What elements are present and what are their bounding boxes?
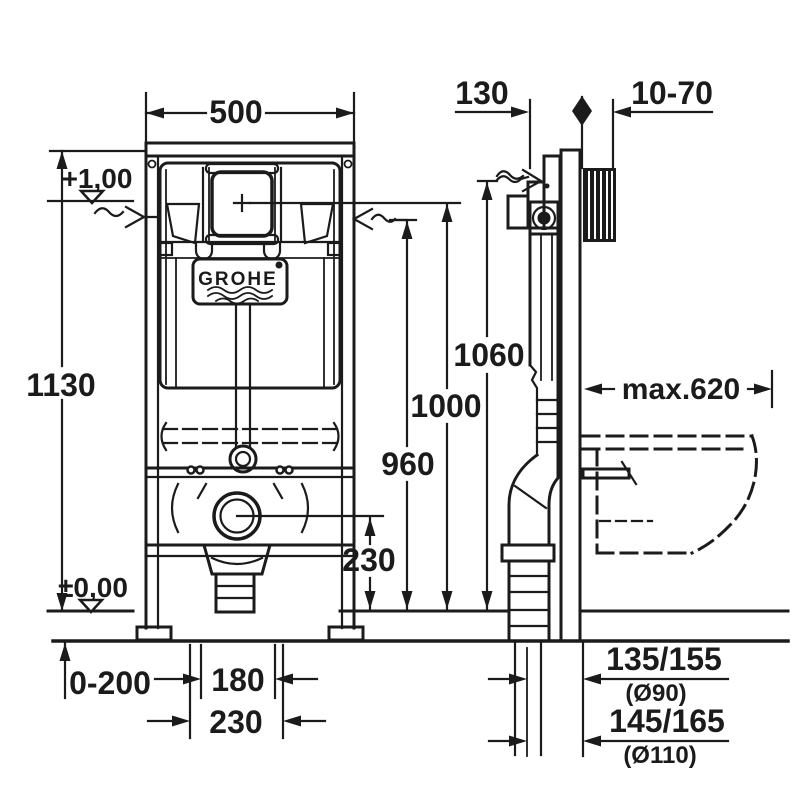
dim-bolt-spacing-label: 180 bbox=[211, 662, 264, 698]
right-foot bbox=[327, 625, 365, 642]
dim-max-620: max.620 bbox=[584, 369, 774, 409]
left-tank-shape bbox=[165, 202, 201, 245]
left-break-arrow-icon bbox=[93, 205, 161, 229]
side-view bbox=[500, 95, 758, 758]
cross-rail bbox=[144, 465, 356, 479]
reference-diamond-icon bbox=[572, 96, 592, 126]
right-tank-shape bbox=[299, 202, 335, 245]
dim-supply-height-label: 1060 bbox=[453, 337, 524, 373]
dim-500: 500 bbox=[144, 91, 356, 145]
wall-break-arrows bbox=[93, 168, 550, 231]
floor-level-label: ±0,00 bbox=[58, 572, 128, 603]
dim-max-side-label: max.620 bbox=[622, 373, 740, 406]
dim-10-70: 10-70 bbox=[572, 75, 714, 126]
upper-level-label: +1,00 bbox=[62, 163, 133, 194]
dim-outlet-small-dia-label: (Ø90) bbox=[625, 680, 686, 707]
water-connection-box bbox=[528, 200, 560, 236]
dim-floor-buildup-label: 0-200 bbox=[69, 665, 151, 701]
dim-frame-depth-label: 130 bbox=[455, 75, 508, 111]
toilet-bowl-outline bbox=[581, 434, 758, 555]
wall-plate bbox=[559, 148, 582, 643]
pipe-fitting bbox=[228, 444, 258, 474]
dim-960: 960 bbox=[381, 218, 435, 611]
dim-frame-height-label: 1130 bbox=[26, 367, 95, 403]
dim-230-bottom: 230 bbox=[146, 704, 327, 740]
flush-pipe bbox=[228, 302, 258, 474]
dim-outlet-center-height-label: 230 bbox=[342, 542, 395, 578]
dim-outlet-large-label: 145/165 bbox=[609, 703, 725, 739]
dim-1060: 1060 bbox=[453, 175, 530, 611]
fixing-stud bbox=[581, 467, 631, 480]
level-zero: ±0,00 bbox=[58, 572, 128, 614]
level-mark-icon bbox=[77, 598, 105, 614]
dim-wall-finish-range-label: 10-70 bbox=[631, 75, 713, 111]
level-mark-icon bbox=[78, 189, 106, 205]
dim-bend-height-label: 960 bbox=[381, 446, 434, 482]
frame-outline bbox=[135, 141, 365, 642]
dim-135-155: 135/155 (Ø90) bbox=[487, 641, 730, 707]
wall-mounting bbox=[559, 95, 616, 758]
dim-0-200: 0-200 bbox=[59, 641, 201, 701]
dim-front-width-label: 500 bbox=[209, 94, 262, 130]
dim-1130: 1130 bbox=[26, 149, 148, 613]
flush-plate-opening bbox=[158, 162, 342, 261]
front-view: GROHE bbox=[135, 141, 385, 642]
dim-180: 180 bbox=[188, 643, 319, 740]
brand-label: GROHE bbox=[198, 269, 278, 290]
grohe-logo-plate: GROHE bbox=[191, 257, 289, 306]
dim-1000: 1000 bbox=[248, 201, 482, 611]
side-break-arrow-icon bbox=[495, 168, 550, 193]
mounting-bracket-zone bbox=[160, 421, 340, 452]
clip bbox=[194, 242, 214, 261]
dim-plate-center-height-label: 1000 bbox=[410, 388, 481, 424]
left-foot bbox=[135, 625, 173, 642]
dim-outlet-large-dia-label: (Ø110) bbox=[623, 742, 696, 769]
wave-icon bbox=[206, 286, 274, 294]
outlet-bend bbox=[144, 543, 356, 614]
dim-230-outlet-height: 230 bbox=[342, 516, 396, 611]
wave-icon bbox=[206, 292, 274, 300]
clip bbox=[262, 242, 282, 261]
logo-dot-icon bbox=[275, 261, 283, 269]
drain-connection bbox=[170, 482, 385, 541]
dim-130: 130 bbox=[454, 75, 532, 170]
dim-outlet-offset-label: 230 bbox=[209, 704, 262, 740]
dim-145-165: 145/165 (Ø110) bbox=[487, 703, 730, 769]
dim-outlet-small-label: 135/155 bbox=[606, 641, 722, 677]
side-frame-profile bbox=[500, 154, 562, 757]
